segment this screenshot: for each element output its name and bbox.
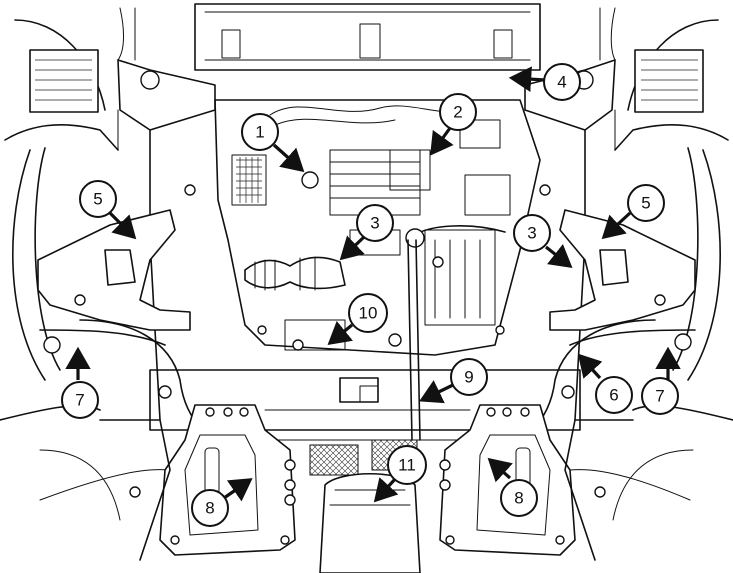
arrow-3a [339, 235, 366, 261]
callout-5-left: 5 [79, 180, 117, 218]
lower-frame-lines [39, 419, 694, 561]
arrow-1 [272, 143, 305, 173]
callout-label-5-right: 5 [641, 194, 650, 213]
callout-11: 11 [387, 445, 427, 485]
callout-label-2: 2 [453, 103, 462, 122]
arrow-11 [373, 476, 399, 503]
arrow-5b [601, 211, 632, 240]
callout-label-9: 9 [464, 368, 473, 387]
callout-label-8-left: 8 [205, 499, 214, 518]
callout-label-3-right: 3 [527, 224, 536, 243]
arrow-2 [430, 127, 454, 156]
arrow-9 [419, 380, 454, 404]
callout-label-3-left: 3 [370, 214, 379, 233]
callout-6: 6 [595, 376, 633, 414]
right-lower-control-arm [549, 209, 696, 351]
callout-4: 4 [543, 63, 581, 101]
callout-1: 1 [241, 113, 279, 151]
arrow-8b [487, 457, 513, 483]
callout-label-6: 6 [609, 386, 618, 405]
right-wheel-housing [614, 19, 733, 421]
callout-label-4: 4 [557, 73, 566, 92]
callout-7-right: 7 [641, 377, 679, 415]
callout-label-7-right: 7 [655, 387, 664, 406]
right-crossmember-bracket [439, 404, 576, 556]
arrow-8a [223, 478, 253, 502]
callout-3-left: 3 [356, 204, 394, 242]
left-wheel-housing [0, 19, 119, 421]
callout-3-right: 3 [513, 214, 551, 252]
callout-5-right: 5 [627, 184, 665, 222]
callout-label-8-right: 8 [514, 489, 523, 508]
callout-8-right: 8 [500, 479, 538, 517]
left-lower-control-arm [37, 209, 191, 354]
callout-8-left: 8 [191, 489, 229, 527]
arrow-4 [508, 66, 546, 92]
left-crossmember-bracket [159, 404, 296, 556]
callout-label-11: 11 [398, 456, 416, 475]
callout-arrows [65, 66, 681, 503]
callout-9: 9 [450, 358, 488, 396]
callout-label-10: 10 [359, 304, 378, 323]
arrow-3b [545, 244, 573, 268]
arrow-5a [108, 211, 137, 240]
callout-label-1: 1 [255, 123, 264, 142]
callout-7-left: 7 [61, 381, 99, 419]
callout-label-7-left: 7 [75, 391, 84, 410]
callout-2: 2 [439, 93, 477, 131]
callout-label-5-left: 5 [93, 190, 102, 209]
arrow-10 [327, 320, 354, 346]
callout-10: 10 [348, 293, 388, 333]
arrow-6 [577, 353, 603, 380]
